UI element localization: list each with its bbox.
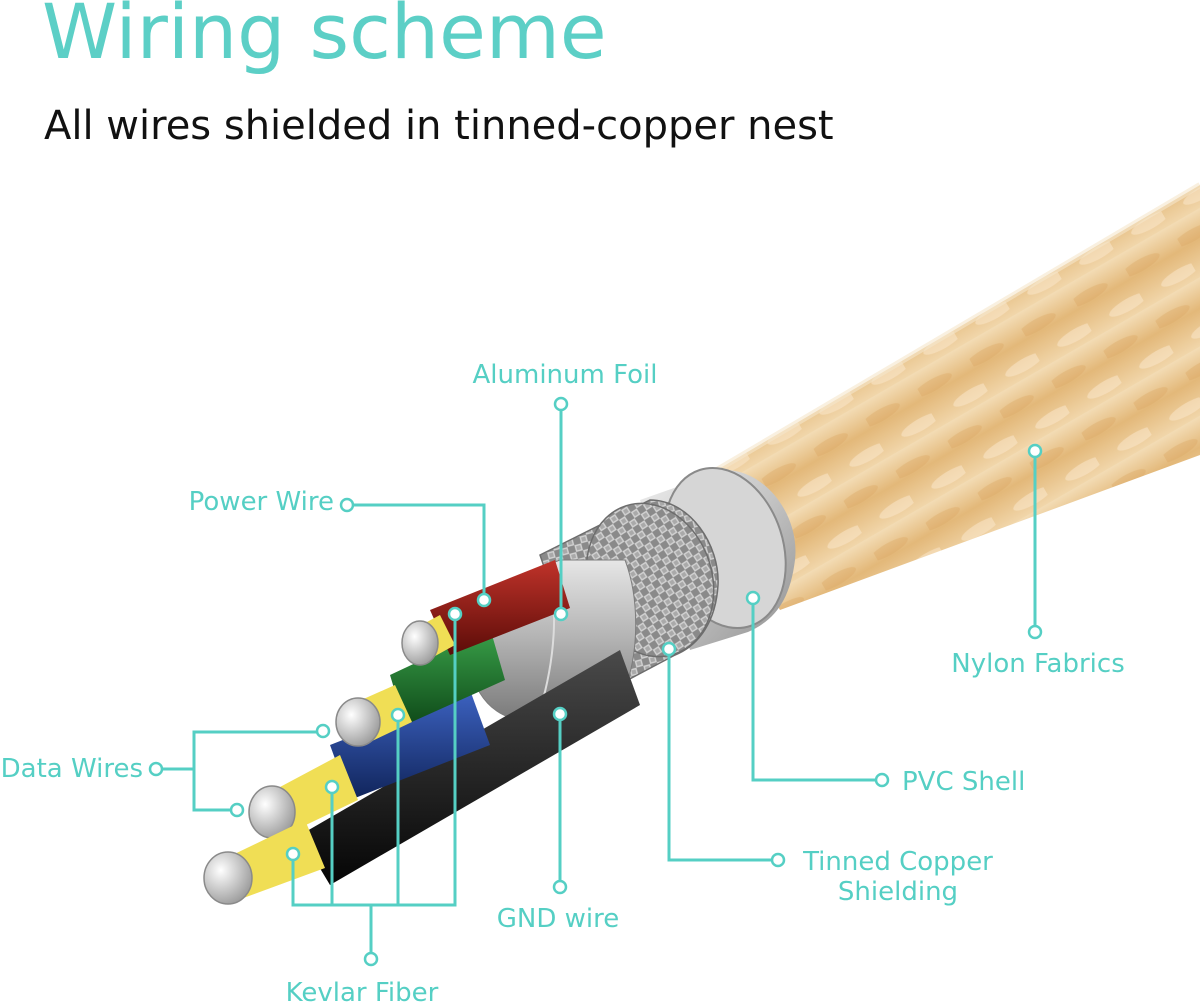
callout-data-wires-line-2 xyxy=(192,769,230,812)
label-kevlar-fiber: Kevlar Fiber xyxy=(286,978,439,1005)
page-subtitle: All wires shielded in tinned-copper nest xyxy=(44,103,834,149)
label-gnd-wire: GND wire xyxy=(497,904,619,934)
label-tinned-copper-line1: Tinned Copper xyxy=(802,847,993,877)
nylon-sleeve xyxy=(698,182,1200,610)
red-power-wire xyxy=(430,560,570,655)
callout-kevlar-line xyxy=(291,615,457,907)
callout-tinned-copper-line xyxy=(667,650,771,862)
label-aluminum-foil: Aluminum Foil xyxy=(473,360,658,390)
label-data-wires: Data Wires xyxy=(1,754,143,784)
callout-dots xyxy=(148,396,1043,967)
label-pvc-shell: PVC Shell xyxy=(902,767,1025,797)
callout-labels: Aluminum Foil Power Wire Nylon Fabrics D… xyxy=(1,360,1125,1005)
callout-lines xyxy=(163,410,1037,952)
callout-power-wire-line xyxy=(354,503,486,598)
green-data-wire xyxy=(390,628,505,725)
label-nylon-fabrics: Nylon Fabrics xyxy=(951,649,1124,679)
callout-data-wires-line xyxy=(163,730,318,771)
page-title: Wiring scheme xyxy=(42,0,607,76)
label-tinned-copper-line2: Shielding xyxy=(838,877,958,907)
callout-pvc-line xyxy=(751,600,875,782)
blue-data-wire xyxy=(330,690,490,800)
label-power-wire: Power Wire xyxy=(189,487,334,517)
strand-ends xyxy=(203,615,455,905)
